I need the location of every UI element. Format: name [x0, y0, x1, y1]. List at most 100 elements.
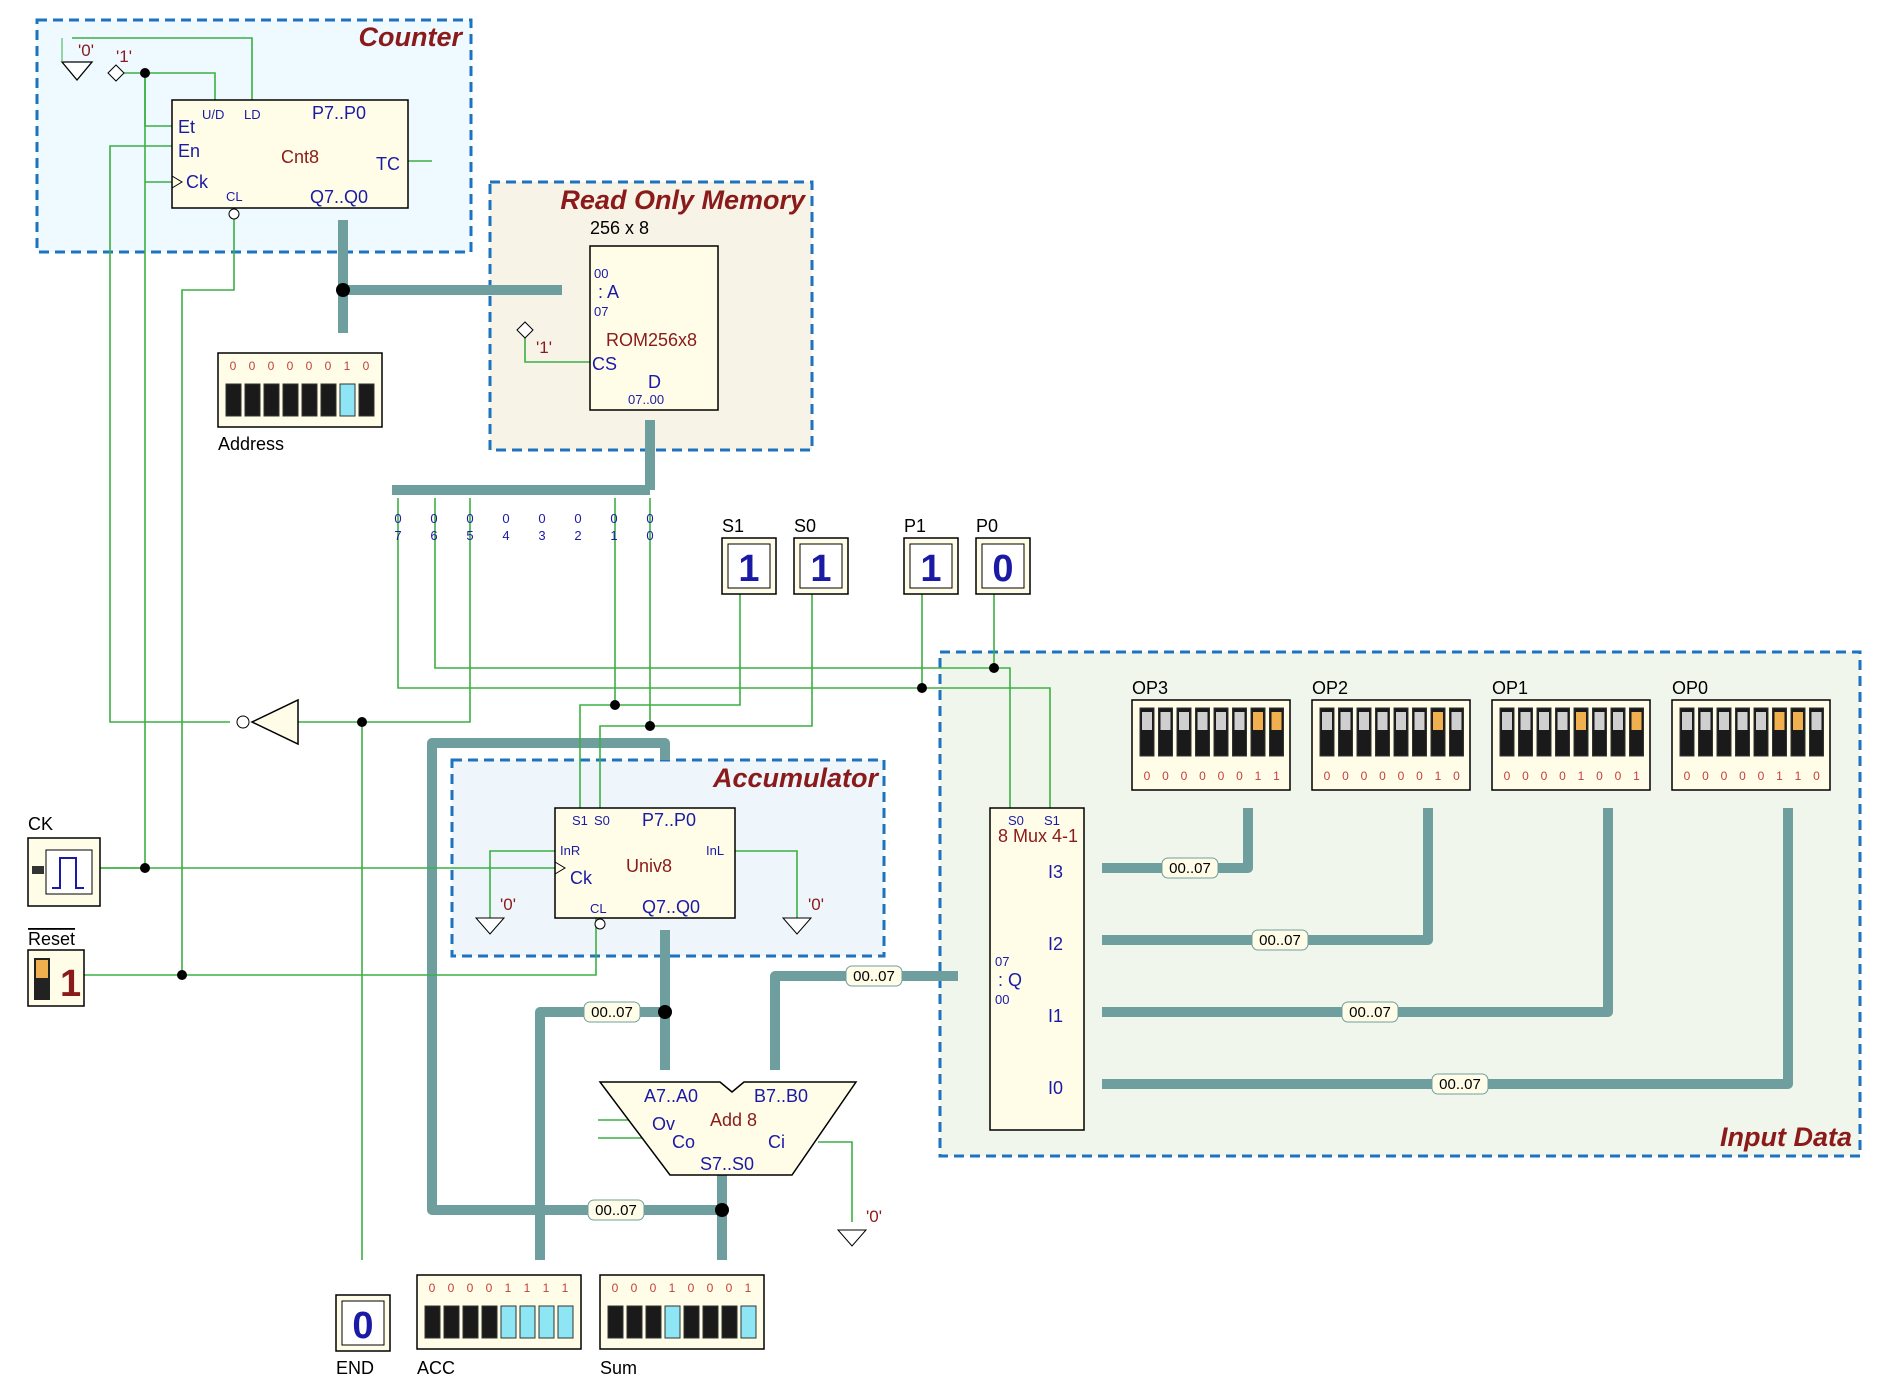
operand-bit-label: 0	[1342, 769, 1349, 783]
acc-const-right: '0'	[808, 895, 824, 914]
bit-cell	[263, 383, 280, 417]
bus-tag-label: 00..07	[1169, 860, 1211, 877]
counter-pin-p: P7..P0	[312, 103, 366, 123]
reset-label: Reset	[28, 929, 75, 949]
acc-pin-q: Q7..Q0	[642, 897, 700, 917]
rom-bit-prefix: 0	[610, 511, 617, 526]
counter-pin-tc: TC	[376, 154, 400, 174]
acc-pin-cl: CL	[590, 901, 607, 916]
mux-pin-q: : Q	[998, 970, 1022, 990]
bit-cell	[301, 383, 318, 417]
bus-tag-label: 00..07	[1259, 932, 1301, 949]
mux-block[interactable]: S0 S1 8 Mux 4-1 I3 I2 I1 I0 : Q 07 00	[989, 807, 1085, 1131]
operand-bit-label: 0	[1218, 769, 1225, 783]
counter-pin-q: Q7..Q0	[310, 187, 368, 207]
operand-bit-label: 1	[1633, 769, 1640, 783]
operand-switch-knob	[1719, 712, 1729, 730]
rom-bit-prefix: 0	[394, 511, 401, 526]
operand-bit-label: 0	[1758, 769, 1765, 783]
bit-cell	[683, 1305, 700, 1339]
switch-s1[interactable]: S1 1	[721, 516, 777, 595]
bus-tag-label: 00..07	[853, 968, 895, 985]
counter-pin-en: En	[178, 141, 200, 161]
counter-pin-ck: Ck	[186, 172, 209, 192]
bit-label: 0	[688, 1281, 695, 1295]
accumulator-block[interactable]: S1 S0 P7..P0 InR InL Univ8 Ck CL Q7..Q0 …	[474, 807, 824, 935]
operand-switch-knob	[1631, 712, 1642, 730]
operand-bit-label: 0	[1541, 769, 1548, 783]
clock-wave-icon	[52, 857, 84, 889]
bit-label: 0	[726, 1281, 733, 1295]
operand-bit-label: 0	[1721, 769, 1728, 783]
const-one-symbol	[107, 64, 125, 82]
operand-bit-label: 0	[1181, 769, 1188, 783]
counter-pin-cl: CL	[226, 189, 243, 204]
operand-switch-knob	[1359, 712, 1369, 730]
bit-cell	[282, 383, 299, 417]
operand-switch-knob	[1756, 712, 1766, 730]
signal-wires	[72, 37, 1051, 1260]
operand-bit-label: 1	[1578, 769, 1585, 783]
switch-p0[interactable]: P00	[975, 516, 1031, 595]
operand-bit-label: 0	[1379, 769, 1386, 783]
operand-bit-label: 1	[1255, 769, 1262, 783]
bit-cell	[557, 1305, 574, 1339]
switch-label: S1	[722, 516, 744, 536]
operand-bit-label: 0	[1453, 769, 1460, 783]
bit-label: 0	[448, 1281, 455, 1295]
operand-bit-label: 0	[1144, 769, 1151, 783]
adder-pin-ov: Ov	[652, 1114, 675, 1134]
adder-block[interactable]: A7..A0 B7..B0 Add 8 Ov Co Ci S7..S0 '0'	[598, 1081, 882, 1247]
counter-const1: '1'	[116, 47, 132, 66]
reset-switch[interactable]: Reset 1	[27, 929, 85, 1007]
operand-bit-label: 0	[1684, 769, 1691, 783]
rom-size: 256 x 8	[590, 218, 649, 238]
operand-switch-knob	[1322, 712, 1332, 730]
rom-bit-index: 7	[394, 528, 401, 543]
acc-label: ACC	[417, 1358, 455, 1378]
switch-p1[interactable]: P11	[903, 516, 959, 595]
bit-cell	[626, 1305, 643, 1339]
counter-name: Cnt8	[281, 147, 319, 167]
acc-pin-ck: Ck	[570, 868, 593, 888]
bit-label: 1	[745, 1281, 752, 1295]
rom-block[interactable]: 256 x 8 00 : A 07 ROM256x8 CS D 07..00 '…	[516, 218, 719, 411]
switch-value: 1	[920, 548, 941, 590]
operand-bit-label: 0	[1615, 769, 1622, 783]
rom-pin-a: : A	[598, 282, 619, 302]
acc-pin-inl: InL	[706, 843, 724, 858]
bit-label: 0	[363, 359, 370, 373]
bit-label: 0	[306, 359, 313, 373]
operand-label: OP1	[1492, 678, 1528, 698]
rom-bit-index: 2	[574, 528, 581, 543]
bit-cell	[424, 1305, 441, 1339]
operand-switch-knob	[1433, 712, 1443, 730]
counter-block[interactable]: '0' '1' U/D LD P7..P0 Et En Cnt8 TC Ck C…	[60, 38, 409, 220]
bit-label: 0	[325, 359, 332, 373]
switch-s0[interactable]: S01	[793, 516, 849, 595]
clock-source[interactable]: CK	[27, 814, 101, 907]
operand-switch-knob	[1142, 712, 1152, 730]
rom-bit-prefix: 0	[430, 511, 437, 526]
operand-bit-label: 0	[1416, 769, 1423, 783]
bit-cell	[225, 383, 242, 417]
switch-value: 1	[738, 548, 759, 590]
bit-cell	[702, 1305, 719, 1339]
operand-label: OP0	[1672, 678, 1708, 698]
rom-pin-a07: 07	[594, 304, 608, 319]
bit-label: 1	[669, 1281, 676, 1295]
bit-cell	[358, 383, 375, 417]
bit-label: 0	[467, 1281, 474, 1295]
bus-lines	[338, 220, 1793, 1260]
operand-switch-knob	[1179, 712, 1189, 730]
operand-label: OP3	[1132, 678, 1168, 698]
bus-tag-label: 00..07	[1439, 1076, 1481, 1093]
bit-label: 0	[249, 359, 256, 373]
